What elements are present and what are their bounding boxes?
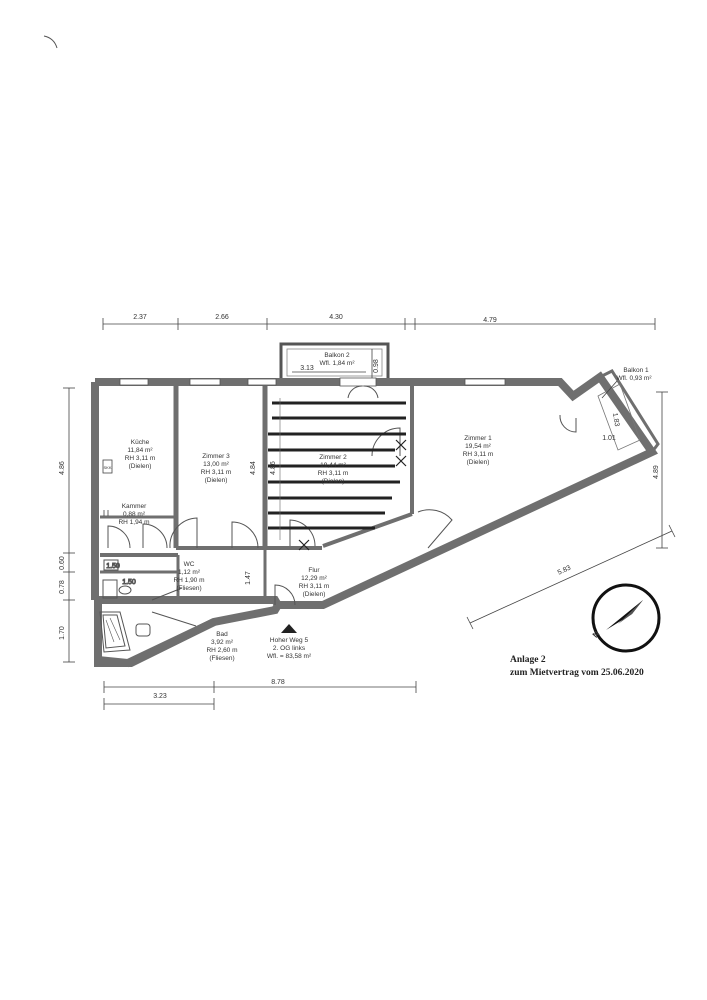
balkon-2: Balkon 2 Wfl. 1,84 m² 3.13 0.98 [279, 342, 390, 382]
kueche-height: RH 3,11 m [125, 455, 156, 462]
bad-fixtures [99, 611, 151, 653]
fridge-label: SKK [103, 465, 111, 470]
wc-area: 1,12 m² [178, 569, 201, 576]
dim-left-4: 1.70 [59, 626, 66, 640]
left-dimension-chain: 4.86 0.60 0.78 1.70 [59, 387, 75, 663]
dim-wc-b: 1.50 [122, 579, 136, 586]
bad-height: RH 2,60 m [206, 647, 237, 654]
dim-wc-a: 1.50 [106, 563, 120, 570]
dim-top-4: 4.79 [483, 317, 497, 324]
interior-walls [100, 386, 414, 600]
bad-outer-wall [94, 600, 216, 668]
kammer-name: Kammer [122, 503, 147, 510]
entrance-floor: 2. OG links [273, 645, 306, 652]
balkon2-area: Wfl. 1,84 m² [319, 360, 355, 367]
wc-name: WC [184, 561, 195, 568]
top-dimension-chain: 2.37 2.66 4.30 4.79 [102, 314, 656, 330]
balkon1-name: Balkon 1 [623, 367, 649, 374]
zimmer1-floor: (Dielen) [467, 459, 490, 466]
bad-floor: (Fliesen) [209, 655, 234, 662]
flur-area: 12,29 m² [301, 575, 327, 582]
zimmer2-bars [268, 398, 406, 540]
compass-letter: N [591, 629, 602, 639]
north-compass-icon: N [591, 583, 661, 653]
dim-right: 4.89 [653, 465, 660, 479]
scan-mark [43, 35, 58, 49]
dim-bottom-2: 8.78 [271, 679, 285, 686]
flur-height: RH 3,11 m [299, 583, 330, 590]
kueche-floor: (Dielen) [129, 463, 152, 470]
door-swings [107, 385, 577, 627]
dim-zimmer2-depth: 4.86 [270, 461, 277, 475]
room-zimmer-2: Zimmer 2 19,44 m² RH 3,11 m (Dielen) [318, 454, 349, 485]
balkon-1: Balkon 1 Wfl. 0,93 m² 1.83 1.01 [597, 367, 652, 451]
diagonal-dimension: 5.83 [466, 524, 676, 630]
right-dimension: 4.89 [653, 391, 668, 549]
room-flur: Flur 12,29 m² RH 3,11 m (Dielen) [299, 567, 330, 598]
flur-name: Flur [308, 567, 320, 574]
dim-left-3: 0.78 [59, 580, 66, 594]
dim-flur: 1.47 [245, 571, 252, 585]
room-bad: Bad 3,92 m² RH 2,60 m (Fliesen) [206, 631, 237, 662]
dim-zimmer3-depth: 4.84 [250, 461, 257, 475]
balkon-1-rail [599, 369, 660, 453]
entrance: Hoher Weg 5 2. OG links Wfl. = 83,58 m² [267, 624, 312, 660]
zimmer3-height: RH 3,11 m [201, 469, 232, 476]
dim-left-1: 4.86 [59, 461, 66, 475]
zimmer2-height: RH 3,11 m [318, 470, 349, 477]
room-kueche: Küche 11,84 m² RH 3,11 m (Dielen) [125, 439, 156, 470]
wc-floor: (Fliesen) [176, 585, 201, 592]
dim-bottom-1: 3.23 [153, 693, 167, 700]
room-zimmer-1: Zimmer 1 19,54 m² RH 3,11 m (Dielen) [463, 435, 494, 466]
dim-diagonal: 5.83 [557, 565, 572, 577]
balkon2-name: Balkon 2 [324, 352, 350, 359]
annex-line-1: Anlage 2 [510, 655, 546, 665]
kitchen-fridge: SKK [102, 459, 113, 516]
zimmer1-height: RH 3,11 m [463, 451, 494, 458]
wc-fixtures: 1.50 1.50 [102, 559, 136, 599]
kueche-area: 11,84 m² [127, 447, 153, 454]
wc-height: RH 1,90 m [173, 577, 204, 584]
dim-balkon1-b: 1.01 [602, 435, 616, 442]
dim-top-3: 4.30 [329, 314, 343, 321]
dim-balkon2-width: 3.13 [300, 365, 314, 372]
kammer-height: RH 1,94 m [118, 519, 149, 526]
zimmer1-name: Zimmer 1 [464, 435, 492, 442]
x-markers [298, 439, 407, 551]
kueche-name: Küche [131, 439, 150, 446]
zimmer3-area: 13,00 m² [203, 461, 229, 468]
zimmer1-area: 19,54 m² [465, 443, 491, 450]
room-wc: WC 1,12 m² RH 1,90 m (Fliesen) [173, 561, 204, 592]
bad-name: Bad [216, 631, 228, 638]
dim-top-2: 2.66 [215, 314, 229, 321]
dim-top-1: 2.37 [133, 314, 147, 321]
dim-balkon2-depth: 0.98 [373, 359, 380, 373]
zimmer2-name: Zimmer 2 [319, 454, 347, 461]
room-kammer: Kammer 0,88 m² RH 1,94 m [118, 503, 149, 526]
bad-area: 3,92 m² [211, 639, 234, 646]
entrance-street: Hoher Weg 5 [270, 637, 309, 644]
bottom-dimension-chain: 3.23 8.78 [103, 679, 417, 710]
entrance-arrow-icon [281, 624, 297, 633]
dim-left-2: 0.60 [59, 556, 66, 570]
zimmer3-floor: (Dielen) [205, 477, 228, 484]
flur-floor: (Dielen) [303, 591, 326, 598]
zimmer2-floor: (Dielen) [322, 478, 345, 485]
zimmer3-name: Zimmer 3 [202, 453, 230, 460]
room-zimmer-3: Zimmer 3 13,00 m² RH 3,11 m (Dielen) [201, 453, 232, 484]
entrance-area: Wfl. = 83,58 m² [267, 653, 312, 660]
zimmer2-area: 19,44 m² [320, 462, 346, 469]
balkon1-area: Wfl. 0,93 m² [616, 375, 652, 382]
kammer-area: 0,88 m² [123, 511, 146, 518]
dim-balkon1-a: 1.83 [611, 412, 620, 427]
annex-line-2: zum Mietvertrag vom 25.06.2020 [510, 668, 644, 678]
